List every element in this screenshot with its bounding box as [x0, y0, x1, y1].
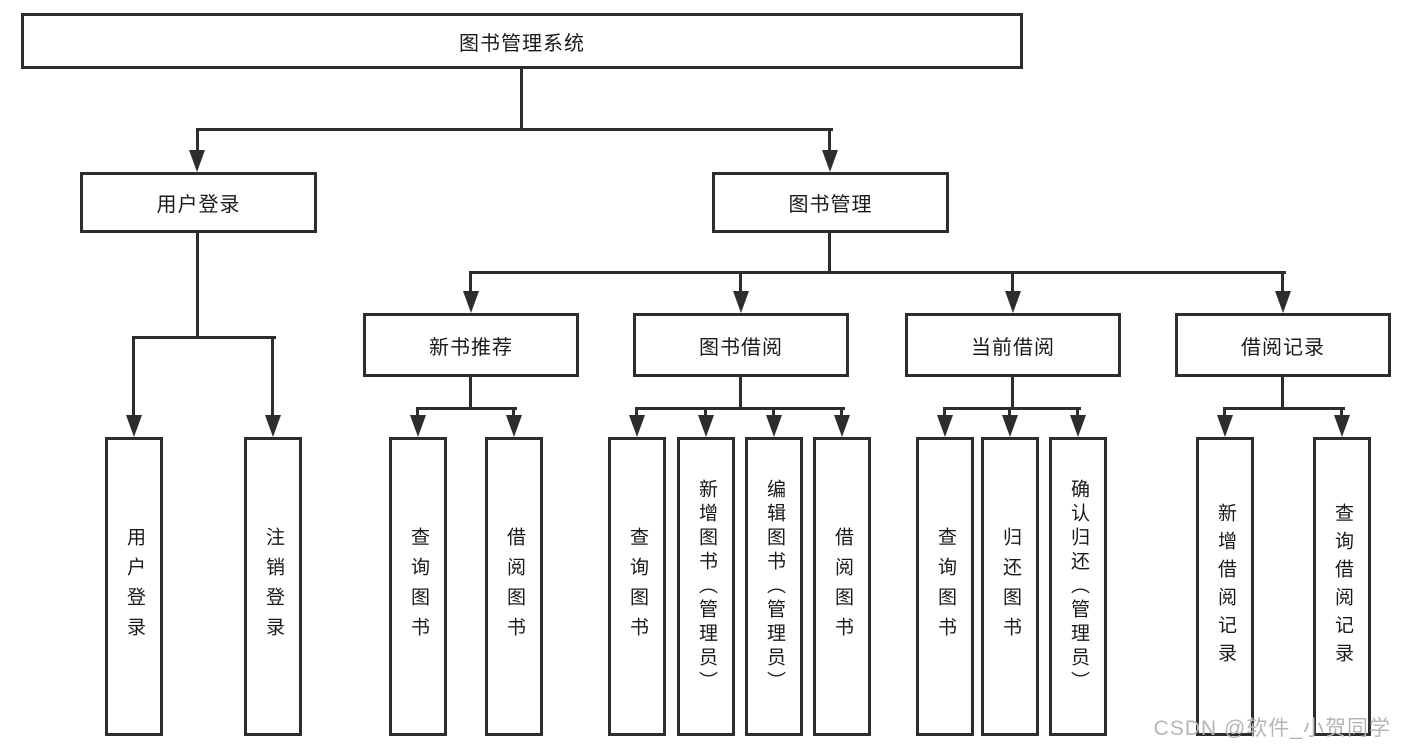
connector-book-borrow-rail — [635, 407, 845, 410]
node-user-login: 用户登录 — [80, 172, 317, 233]
node-root: 图书管理系统 — [21, 13, 1023, 69]
node-book-borrow: 图书借阅 — [633, 313, 849, 377]
connector-user-login-rail — [132, 336, 276, 339]
connector-new-book-rec-rail — [416, 407, 517, 410]
arrowhead-rec-query — [410, 415, 426, 437]
arrowhead-new-book-rec — [463, 291, 479, 313]
node-leaf-cb-confirm-label: 确认归还（管理员） — [1067, 478, 1089, 695]
arrowhead-leaf-logout — [265, 415, 281, 437]
connector-book-mgmt-stem — [828, 131, 831, 152]
connector-leaf-user-login-stem — [132, 339, 135, 417]
connector-new-book-rec-trunk — [469, 377, 472, 410]
arrowhead-cb-query — [937, 415, 953, 437]
node-leaf-rec-query: 查询图书 — [389, 437, 447, 736]
node-leaf-bb-query-label: 查询图书 — [626, 526, 648, 647]
connector-borrow-record-trunk — [1281, 377, 1284, 410]
node-leaf-br-query: 查询借阅记录 — [1313, 437, 1371, 736]
arrowhead-book-borrow — [733, 291, 749, 313]
node-borrow-record-label: 借阅记录 — [1241, 336, 1325, 359]
node-borrow-record: 借阅记录 — [1175, 313, 1391, 377]
connector-bb-borrow-stem — [840, 410, 843, 418]
connector-user-login-stem — [196, 131, 199, 152]
node-leaf-cb-return: 归还图书 — [981, 437, 1039, 736]
connector-root-rail — [196, 128, 833, 131]
node-leaf-logout-label: 注销登录 — [262, 526, 284, 647]
arrowhead-borrow-record — [1275, 291, 1291, 313]
node-leaf-bb-add-label: 新增图书（管理员） — [695, 478, 717, 695]
node-leaf-cb-query-label: 查询图书 — [934, 526, 956, 647]
node-current-borrow: 当前借阅 — [905, 313, 1121, 377]
connector-current-borrow-trunk — [1011, 377, 1014, 410]
connector-br-add-stem — [1223, 410, 1226, 418]
node-leaf-cb-query: 查询图书 — [916, 437, 974, 736]
node-user-login-label: 用户登录 — [156, 194, 241, 216]
connector-bb-query-stem — [635, 410, 638, 418]
connector-cb-return-stem — [1008, 410, 1011, 418]
node-leaf-bb-borrow-label: 借阅图书 — [831, 526, 853, 647]
arrowhead-bb-borrow — [834, 415, 850, 437]
connector-borrow-record-rail — [1223, 407, 1345, 410]
arrowhead-rec-borrow — [506, 415, 522, 437]
arrowhead-br-query — [1334, 415, 1350, 437]
node-leaf-user-login: 用户登录 — [105, 437, 163, 736]
arrowhead-bb-query — [629, 415, 645, 437]
connector-br-query-stem — [1340, 410, 1343, 418]
arrowhead-cb-return — [1002, 415, 1018, 437]
arrowhead-book-mgmt — [822, 150, 838, 172]
node-root-label: 图书管理系统 — [459, 32, 585, 55]
arrowhead-cb-confirm — [1070, 415, 1086, 437]
arrowhead-current-borrow — [1005, 291, 1021, 313]
arrowhead-user-login — [189, 150, 205, 172]
connector-new-book-rec-stem — [469, 274, 472, 293]
node-leaf-logout: 注销登录 — [244, 437, 302, 736]
connector-leaf-logout-stem — [271, 339, 274, 417]
arrowhead-leaf-user-login — [126, 415, 142, 437]
node-leaf-bb-edit: 编辑图书（管理员） — [745, 437, 803, 736]
connector-user-login-trunk — [196, 233, 199, 339]
connector-bb-add-stem — [704, 410, 707, 418]
node-leaf-rec-borrow-label: 借阅图书 — [503, 526, 525, 647]
arrowhead-br-add — [1217, 415, 1233, 437]
connector-book-mgmt-trunk — [828, 233, 831, 274]
connector-bb-edit-stem — [772, 410, 775, 418]
node-book-mgmt: 图书管理 — [712, 172, 949, 233]
connector-cb-confirm-stem — [1076, 410, 1079, 418]
watermark-text: CSDN @软件_小贺同学 — [1153, 717, 1391, 740]
node-leaf-cb-confirm: 确认归还（管理员） — [1049, 437, 1107, 736]
connector-rec-query-stem — [416, 410, 419, 418]
node-leaf-bb-edit-label: 编辑图书（管理员） — [763, 478, 785, 695]
node-leaf-rec-query-label: 查询图书 — [407, 526, 429, 647]
node-leaf-user-login-label: 用户登录 — [123, 526, 145, 647]
connector-current-borrow-rail — [943, 407, 1081, 410]
node-leaf-bb-add: 新增图书（管理员） — [677, 437, 735, 736]
node-leaf-bb-borrow: 借阅图书 — [813, 437, 871, 736]
connector-cb-query-stem — [943, 410, 946, 418]
arrowhead-bb-edit — [766, 415, 782, 437]
node-leaf-br-query-label: 查询借阅记录 — [1331, 502, 1353, 671]
node-book-mgmt-label: 图书管理 — [788, 194, 873, 216]
node-new-book-rec-label: 新书推荐 — [429, 336, 513, 359]
connector-root-stem — [520, 69, 523, 131]
node-book-borrow-label: 图书借阅 — [699, 336, 783, 359]
connector-book-borrow-stem — [739, 274, 742, 293]
connector-book-mgmt-rail — [469, 271, 1286, 274]
node-leaf-bb-query: 查询图书 — [608, 437, 666, 736]
connector-borrow-record-stem — [1281, 274, 1284, 293]
node-leaf-rec-borrow: 借阅图书 — [485, 437, 543, 736]
node-leaf-cb-return-label: 归还图书 — [999, 526, 1021, 647]
arrowhead-bb-add — [698, 415, 714, 437]
node-new-book-rec: 新书推荐 — [363, 313, 579, 377]
connector-rec-borrow-stem — [512, 410, 515, 418]
node-leaf-br-add-label: 新增借阅记录 — [1214, 502, 1236, 671]
connector-book-borrow-trunk — [739, 377, 742, 410]
node-leaf-br-add: 新增借阅记录 — [1196, 437, 1254, 736]
connector-current-borrow-stem — [1011, 274, 1014, 293]
node-current-borrow-label: 当前借阅 — [971, 336, 1055, 359]
